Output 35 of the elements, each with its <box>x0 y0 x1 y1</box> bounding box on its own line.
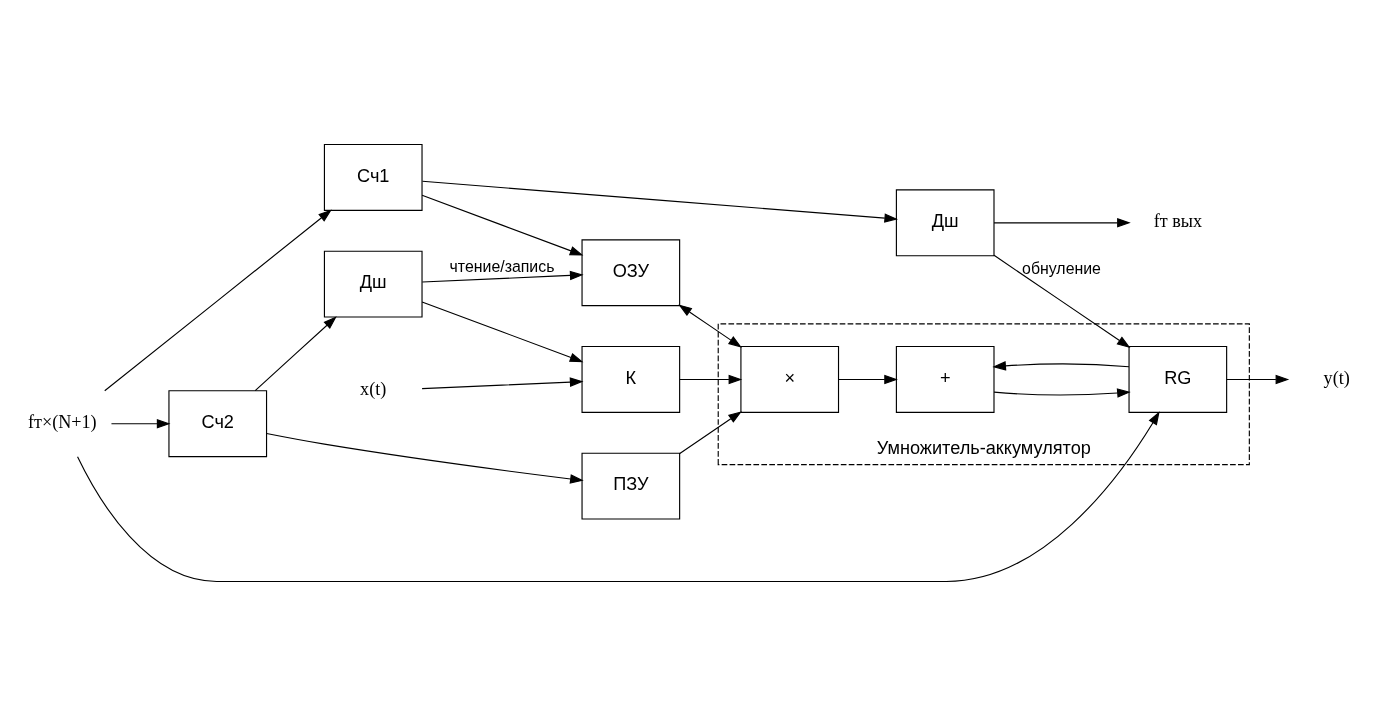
node-box: К <box>581 345 681 413</box>
arrow <box>110 418 171 429</box>
arrow <box>421 180 898 223</box>
edge-label: чтение/запись <box>449 257 555 275</box>
arrow <box>104 209 332 392</box>
arrow <box>838 374 898 385</box>
arrow <box>993 388 1131 398</box>
arrow <box>266 432 584 484</box>
arrow <box>992 361 1130 371</box>
node-text: fт вых <box>1153 211 1203 232</box>
node-box: Сч1 <box>323 143 423 211</box>
arrow <box>421 270 584 283</box>
arrow <box>678 304 742 348</box>
node-box: + <box>895 345 995 413</box>
edge-label: обнуление <box>1022 260 1101 278</box>
arrow <box>421 301 584 363</box>
node-text: x(t) <box>360 379 387 400</box>
arrow <box>421 377 584 390</box>
node-text: y(t) <box>1323 367 1350 388</box>
node-box: Дш <box>323 250 423 318</box>
node-box: Сч2 <box>168 390 268 458</box>
node-box: × <box>740 345 840 413</box>
node-box: RG <box>1128 345 1228 413</box>
arrow <box>421 194 584 256</box>
arrow <box>1226 374 1290 385</box>
arrow <box>993 254 1131 348</box>
node-box: Дш <box>895 189 995 257</box>
arrow <box>679 411 742 455</box>
arrow <box>679 374 743 385</box>
node-box: ПЗУ <box>581 452 681 520</box>
arrow <box>254 316 337 392</box>
arrow <box>993 218 1131 228</box>
node-text: fт×(N+1) <box>27 412 97 433</box>
arrow <box>77 411 1160 583</box>
node-box: ОЗУ <box>581 239 681 307</box>
